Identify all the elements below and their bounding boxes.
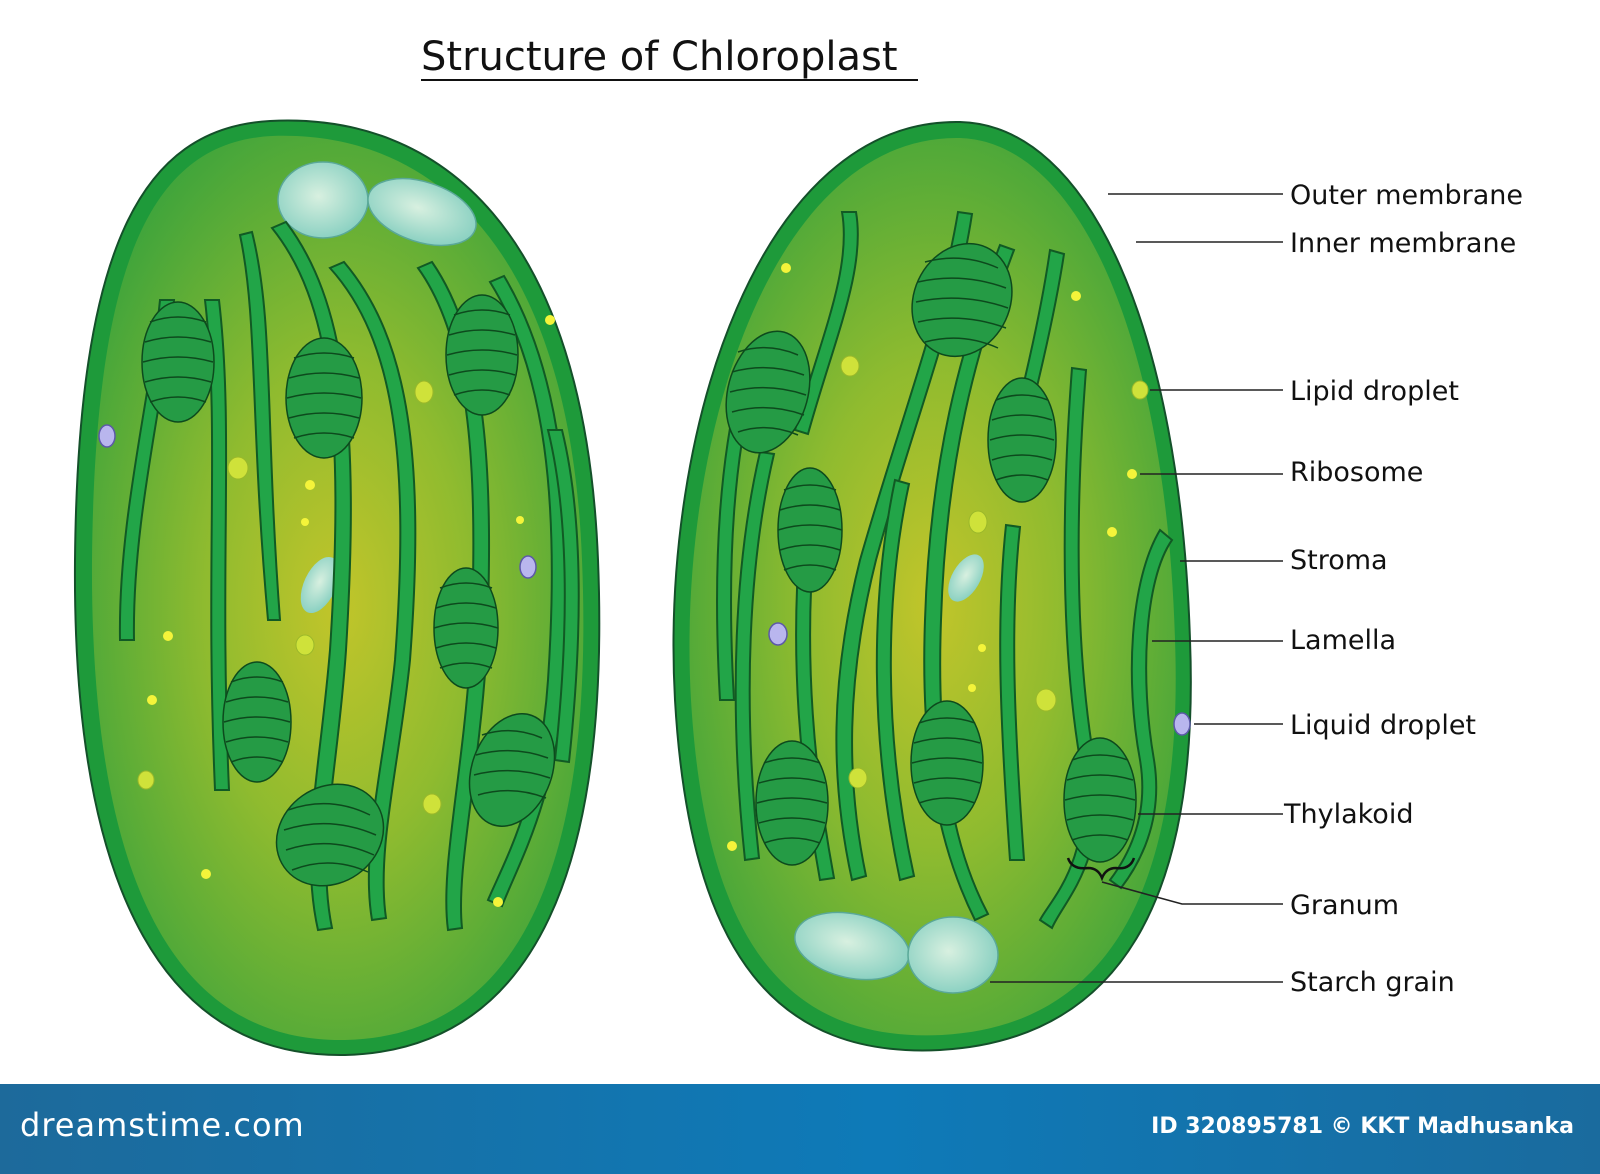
- left-granum-1: [141, 301, 215, 423]
- label-lamella: Lamella: [1290, 625, 1396, 656]
- right-granum-2: [911, 242, 1013, 358]
- left-granum-2: [285, 337, 363, 459]
- label-starch-grain: Starch grain: [1290, 967, 1455, 998]
- diagram-title: Structure of Chloroplast: [421, 34, 898, 80]
- right-granum-1: [725, 330, 811, 454]
- right-granum-6: [755, 740, 829, 866]
- granum-brace: [1066, 857, 1136, 882]
- leader-lines: [990, 193, 1283, 983]
- right-grana: [725, 242, 1137, 866]
- right-liquid-droplets: [768, 622, 1191, 736]
- left-granum-4: [433, 567, 499, 689]
- right-chloroplast: [672, 120, 1192, 1052]
- chloroplast-diagram: Structure of Chloroplast: [73, 34, 1523, 1057]
- right-ribosomes: [727, 263, 1137, 851]
- right-granum-5: [910, 700, 984, 826]
- dreamstime-logo: dreamstime.com: [20, 1106, 305, 1144]
- left-granum-6: [275, 783, 385, 887]
- right-granum-4: [987, 377, 1057, 503]
- right-granum-7: [1063, 737, 1137, 863]
- left-granum-7: [468, 713, 556, 827]
- label-outer-membrane: Outer membrane: [1290, 180, 1523, 211]
- left-grana: [141, 294, 556, 887]
- right-granum-3: [777, 467, 843, 593]
- watermark-footer: dreamstime.com ID 320895781 © KKT Madhus…: [0, 1084, 1600, 1174]
- left-liquid-droplets: [98, 424, 537, 579]
- label-lipid-droplet: Lipid droplet: [1290, 376, 1459, 407]
- image-credit: ID 320895781 © KKT Madhusanka: [1151, 1114, 1574, 1139]
- left-ribosomes: [147, 315, 555, 907]
- label-liquid-droplet: Liquid droplet: [1290, 710, 1476, 741]
- label-stroma: Stroma: [1290, 545, 1388, 576]
- part-labels: Outer membrane Inner membrane Lipid drop…: [1283, 180, 1523, 998]
- left-starch-grain-2: [367, 177, 477, 247]
- label-ribosome: Ribosome: [1290, 457, 1423, 488]
- label-granum: Granum: [1290, 890, 1399, 921]
- left-starch-grain-1: [277, 161, 369, 239]
- left-starch-grain-3: [300, 556, 340, 614]
- label-thylakoid: Thylakoid: [1283, 799, 1413, 830]
- leader-granum: [1101, 881, 1283, 905]
- left-granum-3: [445, 294, 519, 416]
- right-starch-grain-3: [948, 554, 984, 602]
- right-lipid-droplets: [840, 355, 1149, 789]
- left-chloroplast: [73, 119, 601, 1057]
- left-granum-5: [222, 661, 292, 783]
- left-lipid-droplets: [137, 380, 442, 815]
- label-inner-membrane: Inner membrane: [1290, 228, 1516, 259]
- right-starch-grain-2: [907, 916, 999, 994]
